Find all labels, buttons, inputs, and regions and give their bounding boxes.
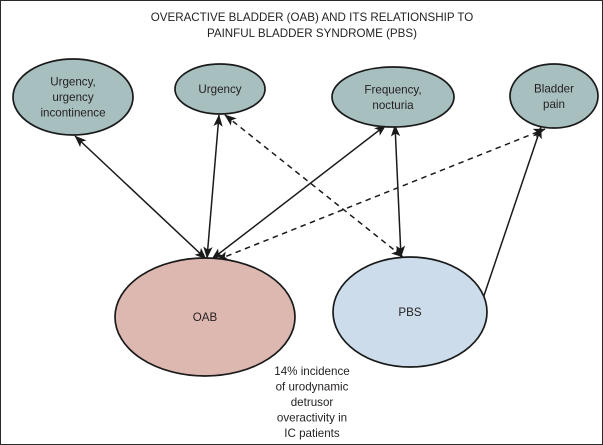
edge-oab-to-bladder-pain-dashed xyxy=(216,128,546,261)
node-shape-urgency-incontinence xyxy=(12,58,134,136)
caption-line-5: IC patients xyxy=(284,427,340,440)
node-label-frequency-nocturia: Frequency, xyxy=(364,83,421,96)
edge-oab-to-frequency xyxy=(211,124,387,260)
node-shape-bladder-pain xyxy=(509,63,599,129)
node-shape-frequency-nocturia xyxy=(331,66,455,128)
caption-line-2: of urodynamic xyxy=(276,381,349,394)
node-urgency-incontinence[interactable]: Urgency, urgency incontinence xyxy=(12,58,134,136)
node-oab[interactable]: OAB xyxy=(114,257,296,377)
node-label-urgency: Urgency xyxy=(198,83,241,96)
node-label-urgency-incontinence: incontinence xyxy=(40,107,105,120)
node-label-bladder-pain: pain xyxy=(543,98,565,111)
edge-oab-to-urgency-incontinence xyxy=(74,135,207,260)
edge-urgency-to-pbs-dashed xyxy=(224,114,404,258)
node-bladder-pain[interactable]: Bladder pain xyxy=(509,63,599,129)
diagram-caption: 14% incidence of urodynamic detrusor overac… xyxy=(274,365,349,440)
node-pbs[interactable]: PBS xyxy=(332,256,488,368)
node-label-urgency-incontinence: Urgency, xyxy=(50,76,96,89)
node-label-frequency-nocturia: nocturia xyxy=(372,99,414,112)
node-label-pbs: PBS xyxy=(398,306,421,319)
node-layer: Urgency, urgency incontinence Urgency Freque… xyxy=(12,58,599,377)
node-label-urgency-incontinence: urgency xyxy=(52,91,93,104)
edge-oab-to-urgency xyxy=(203,114,223,259)
node-shape-pbs xyxy=(332,256,488,368)
node-shape-urgency xyxy=(174,63,266,115)
node-shape-oab xyxy=(114,257,296,377)
node-label-bladder-pain: Bladder xyxy=(534,82,574,95)
title-line-1: OVERACTIVE BLADDER (OAB) AND ITS RELATIO… xyxy=(151,11,474,24)
title-line-2: PAINFUL BLADDER SYNDROME (PBS) xyxy=(207,27,417,40)
caption-line-3: detrusor xyxy=(291,396,334,409)
caption-line-4: overactivity in xyxy=(277,412,347,425)
node-label-oab: OAB xyxy=(193,311,218,324)
caption-line-1: 14% incidence xyxy=(274,365,349,378)
diagram-title: OVERACTIVE BLADDER (OAB) AND ITS RELATIO… xyxy=(151,11,474,40)
node-frequency-nocturia[interactable]: Frequency, nocturia xyxy=(331,66,455,128)
edge-pbs-to-frequency xyxy=(390,124,406,258)
node-urgency[interactable]: Urgency xyxy=(174,63,266,115)
